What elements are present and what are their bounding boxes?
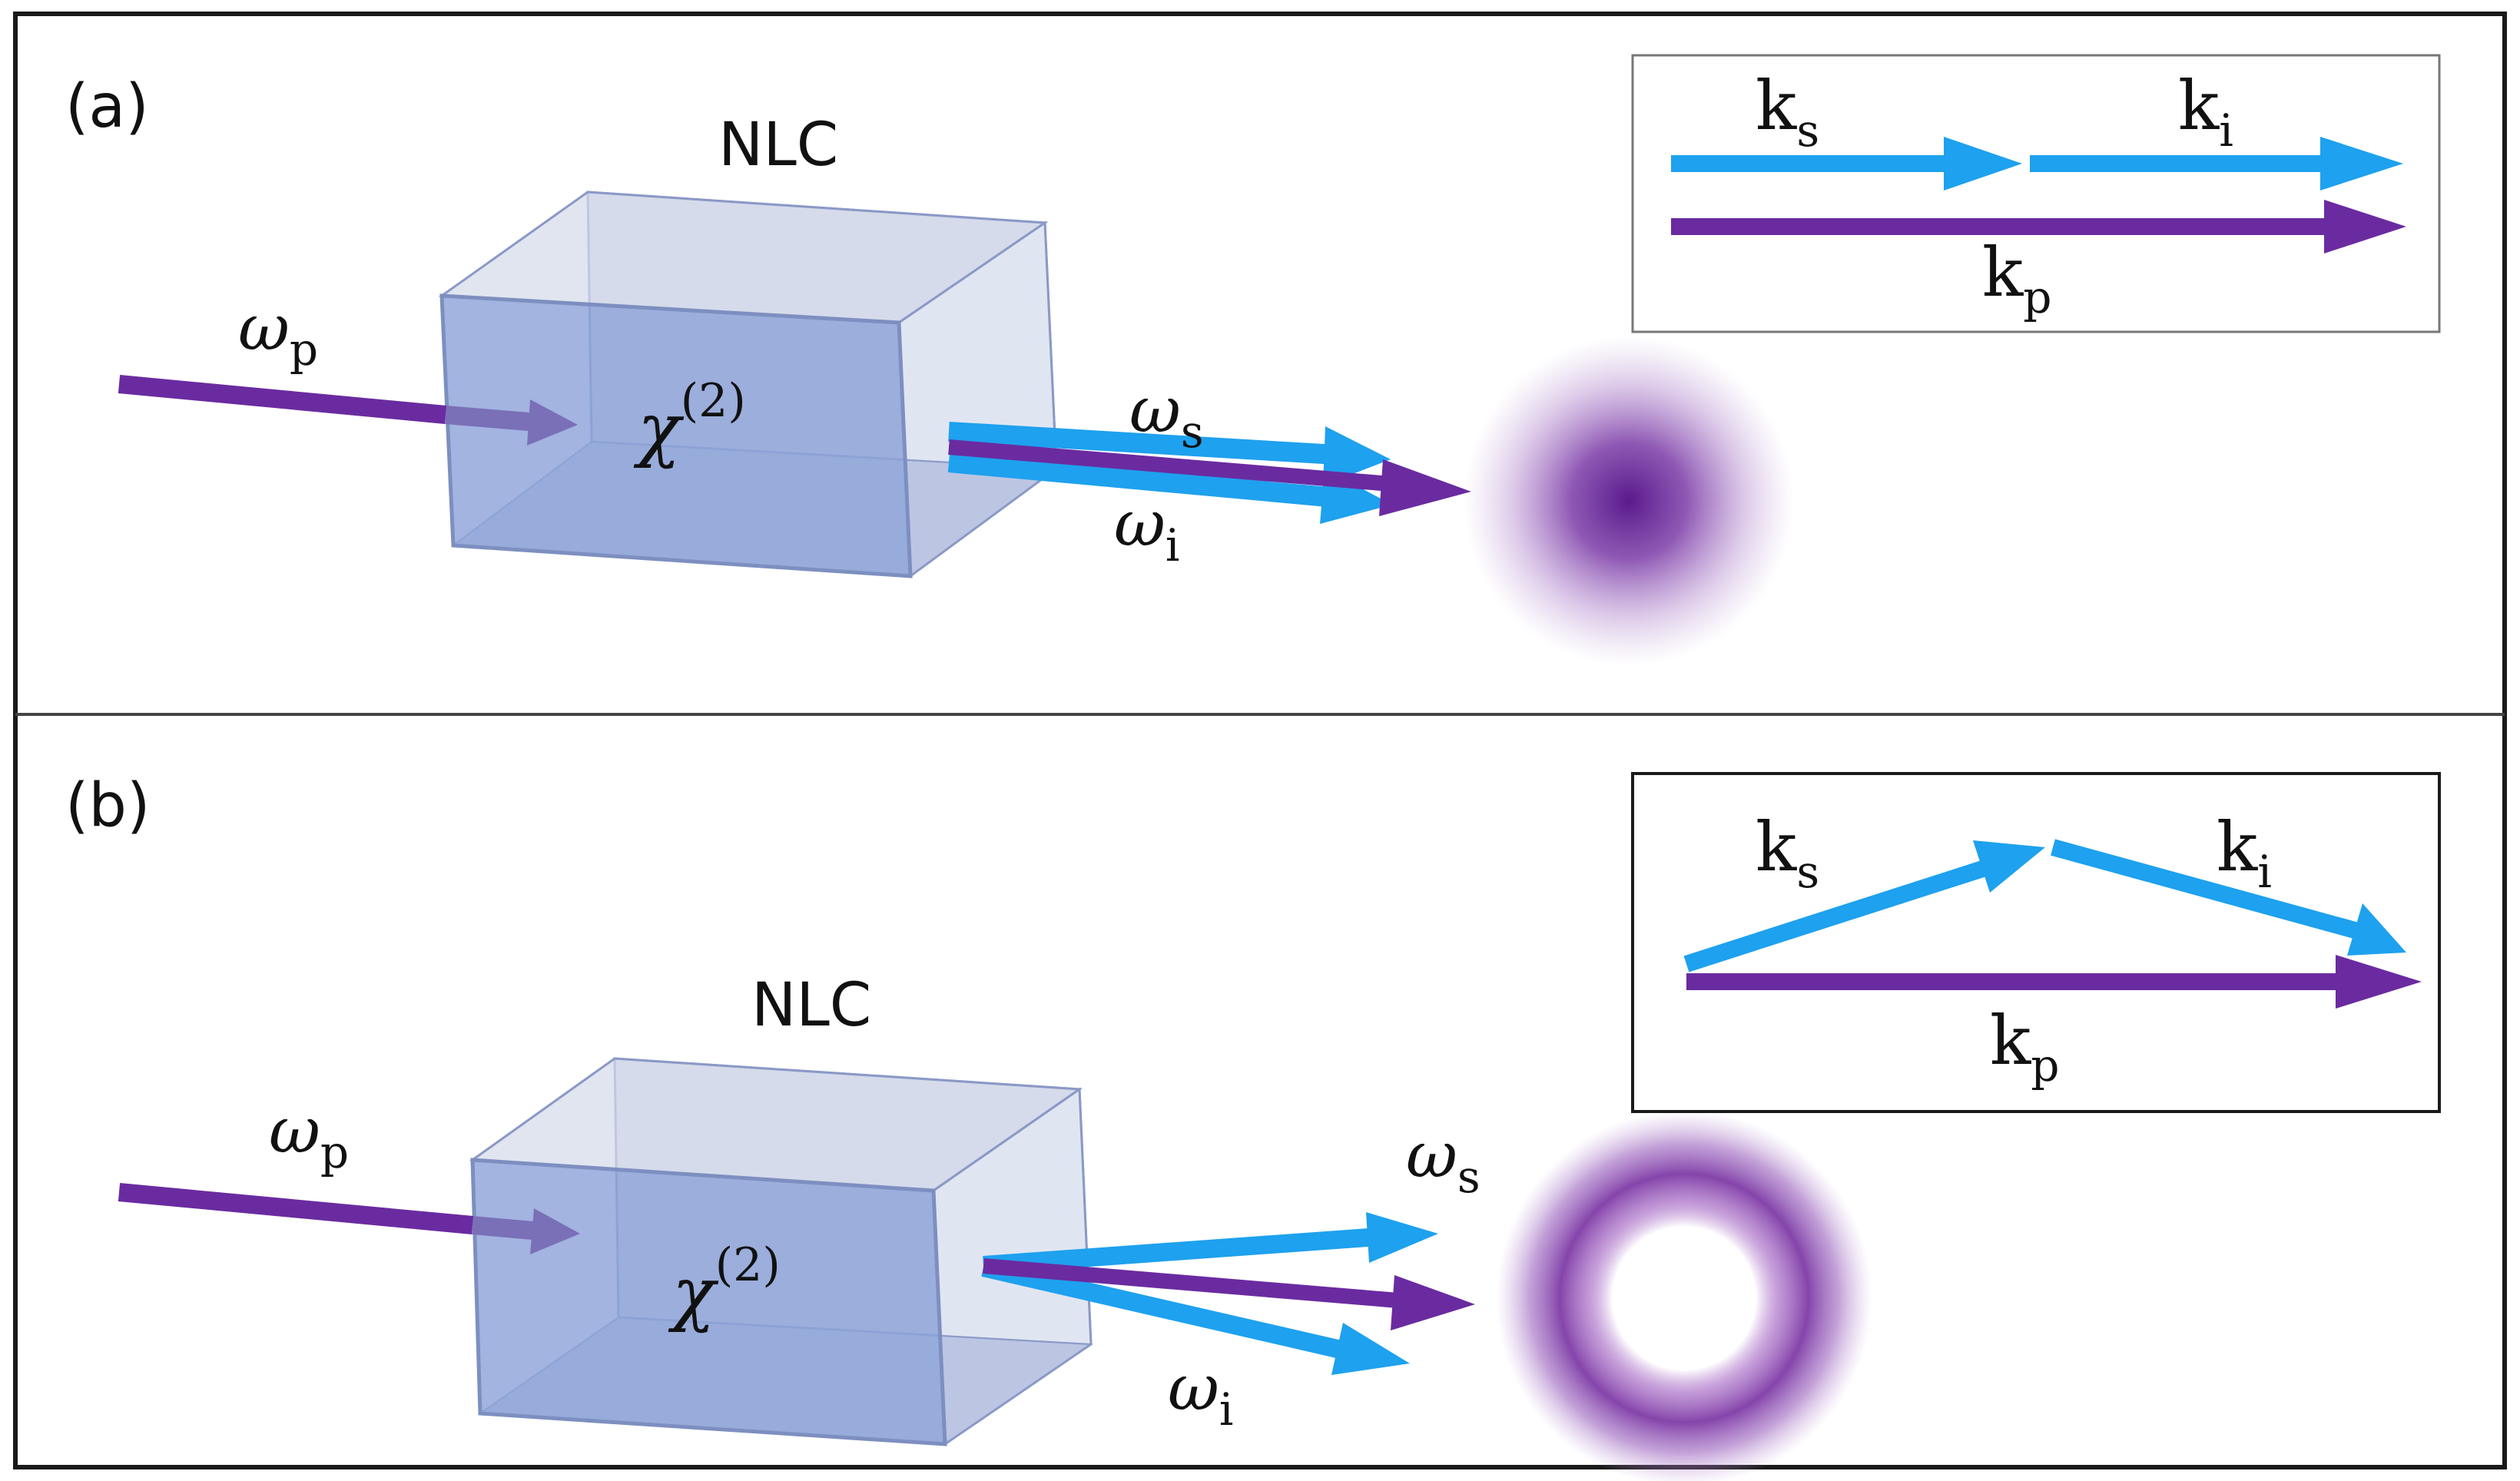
signal-beam-b [983, 1228, 1380, 1274]
pump-label-b: ωp [269, 1095, 349, 1178]
chi-a-label: χ(2) [633, 374, 746, 470]
ks-arrowhead-b [1973, 840, 2045, 893]
inset-a-frame [1631, 54, 2441, 333]
ki-label-b: ki [2217, 807, 2272, 898]
pump-beam-b-inside [471, 1216, 543, 1241]
ring-spot [1496, 1110, 1872, 1481]
signal-arrowhead-a [1323, 426, 1391, 485]
chi-b-label: χ(2) [668, 1238, 781, 1334]
ki-vector-b [2051, 839, 2357, 939]
panel-b-label: (b) [65, 771, 150, 840]
signal-arrowhead-b [1366, 1212, 1438, 1263]
pump-out-beam-a [948, 439, 1391, 492]
crystal-b-front-face [470, 1158, 947, 1446]
idler-beam-b [981, 1258, 1343, 1359]
panel-a-label: (a) [65, 72, 149, 141]
panel-a: (a) NLC χ(2) ωp ωs ωi [65, 54, 2441, 666]
kp-label-b: kp [1990, 1001, 2059, 1092]
crystal-b [469, 1057, 1093, 1446]
inset-b: ks ki kp [1631, 772, 2441, 1113]
kp-label-a: kp [1982, 233, 2051, 323]
crystal-a-label: NLC [718, 111, 838, 180]
ki-arrowhead-b [2347, 903, 2406, 956]
ks-label-a: ks [1756, 66, 1819, 157]
idler-beam-a [947, 452, 1338, 508]
crystal-a-front-face [439, 293, 913, 578]
inset-a: ks ki kp [1631, 54, 2441, 333]
idler-label-a: ωi [1114, 488, 1179, 572]
crystal-b-label: NLC [751, 971, 871, 1040]
kp-arrowhead-b [2336, 955, 2422, 1009]
pump-beam-b [118, 1183, 474, 1234]
pump-out-beam-b [983, 1258, 1399, 1308]
signal-beam-a [948, 422, 1338, 465]
panel-b: (b) NLC χ(2) ωp ωs ωi [65, 771, 2441, 1481]
pump-beam-a [118, 375, 447, 424]
pump-arrowhead-b-inside [530, 1208, 580, 1254]
pump-out-arrowhead-a [1379, 459, 1471, 516]
figure-border [13, 12, 2507, 1469]
pump-beam-a-inside [445, 406, 539, 432]
ks-vector-b [1683, 858, 1993, 972]
pump-arrowhead-a-inside [527, 399, 578, 446]
crystal-a [438, 191, 1059, 578]
signal-label-a: ωs [1129, 374, 1204, 458]
idler-arrowhead-b [1331, 1323, 1410, 1375]
ks-arrowhead-a [1944, 137, 2022, 191]
pump-out-arrowhead-b [1391, 1275, 1475, 1330]
kp-arrowhead-a [2324, 200, 2406, 253]
ki-label-a: ki [2178, 66, 2233, 157]
ks-label-b: ks [1756, 807, 1819, 898]
signal-label-b: ωs [1406, 1119, 1480, 1203]
ki-arrowhead-a [2320, 137, 2403, 191]
gaussian-spot [1464, 336, 1794, 666]
idler-label-b: ωi [1168, 1352, 1233, 1436]
pump-label-a: ωp [238, 292, 318, 376]
